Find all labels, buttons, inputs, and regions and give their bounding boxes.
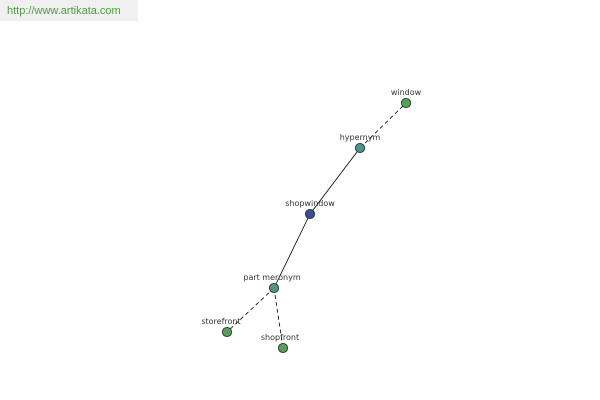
node-shopwindow[interactable]: shopwindow (285, 199, 335, 220)
edge-part_meronym-shopfront (273, 287, 284, 349)
node-circle-shopwindow[interactable] (304, 208, 316, 220)
node-label-part_meronym: part meronym (243, 273, 300, 282)
node-circle-shopfront[interactable] (277, 342, 289, 354)
site-watermark: http://www.artikata.com (0, 0, 138, 21)
edges-layer (226, 102, 407, 349)
edge-shopwindow-part_meronym (273, 213, 311, 289)
node-shopfront[interactable]: shopfront (261, 333, 299, 354)
node-circle-storefront[interactable] (221, 326, 233, 338)
node-hypernym[interactable]: hypernym (340, 133, 381, 154)
edge-shopwindow-hypernym (309, 147, 361, 215)
node-storefront[interactable]: storefront (201, 317, 241, 338)
node-circle-part_meronym[interactable] (268, 282, 280, 294)
edge-hypernym-window (359, 102, 407, 149)
node-window[interactable]: window (391, 88, 422, 109)
node-circle-hypernym[interactable] (354, 142, 366, 154)
nodes-layer: window hypernym shopwindow part meronym stor… (201, 88, 422, 354)
node-label-shopwindow: shopwindow (285, 199, 335, 208)
node-part_meronym[interactable]: part meronym (243, 273, 301, 294)
node-label-storefront: storefront (201, 317, 240, 326)
node-label-shopfront: shopfront (261, 333, 299, 342)
node-circle-window[interactable] (400, 97, 412, 109)
node-label-hypernym: hypernym (340, 133, 381, 142)
node-label-window: window (391, 88, 422, 97)
edge-part_meronym-storefront (226, 287, 275, 333)
